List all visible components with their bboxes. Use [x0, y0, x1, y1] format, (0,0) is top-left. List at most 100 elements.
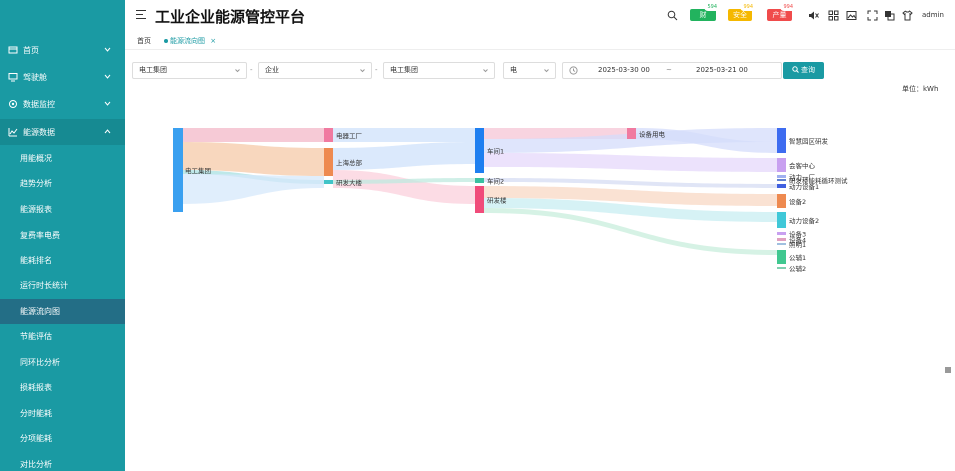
sankey-link[interactable] [484, 153, 777, 172]
fullscreen-icon[interactable] [867, 10, 878, 21]
pill-label: 产量 [772, 11, 787, 19]
sankey-link[interactable] [333, 178, 475, 184]
safety-pill[interactable]: 安全 994 [728, 3, 756, 21]
app-title: 工业企业能源管控平台 [155, 8, 306, 26]
theme-shirt-icon[interactable] [902, 10, 913, 21]
query-button-label: 查询 [801, 66, 815, 74]
grid-icon[interactable] [828, 10, 839, 21]
sankey-node[interactable] [173, 128, 183, 212]
sidebar-subitem-usage-overview[interactable]: 用能概况 [0, 146, 125, 171]
sidebar-subitem-runtime-stats[interactable]: 运行时长统计 [0, 273, 125, 298]
sidebar-subitem-trend-analysis[interactable]: 趋势分析 [0, 171, 125, 196]
sankey-link[interactable] [484, 208, 777, 255]
sankey-node[interactable] [777, 184, 786, 188]
sidebar-subitem-energy-report[interactable]: 能源报表 [0, 197, 125, 222]
date-range-picker[interactable]: 2025-03-30 00 ~ 2025-03-21 00 [562, 62, 782, 79]
sankey-node[interactable] [777, 175, 786, 178]
sankey-node[interactable] [324, 180, 333, 184]
sankey-link[interactable] [182, 174, 324, 204]
pill-badge: 994 [780, 3, 796, 11]
finance-pill[interactable]: 财 594 [690, 3, 720, 21]
sidebar-subitem-energy-flow[interactable]: 能源流向图 [0, 299, 125, 324]
translate-icon[interactable] [884, 10, 895, 21]
menu-toggle-icon[interactable] [135, 9, 147, 20]
query-button[interactable]: 查询 [783, 62, 824, 79]
sankey-node[interactable] [777, 250, 786, 264]
sidebar-item-cockpit[interactable]: 驾驶舱 [0, 64, 125, 90]
sankey-link[interactable] [182, 142, 324, 176]
sankey-node[interactable] [777, 212, 786, 228]
image-icon[interactable] [846, 10, 857, 21]
select-value: 企业 [265, 66, 279, 74]
sankey-node[interactable] [475, 186, 484, 213]
sidebar-subitem-saving-evaluation[interactable]: 节能评估 [0, 324, 125, 349]
energy-type-select[interactable]: 电 [503, 62, 556, 79]
sankey-node[interactable] [324, 128, 333, 142]
pill-badge: 594 [704, 3, 720, 11]
sidebar-subitem-consumption-ranking[interactable]: 能耗排名 [0, 248, 125, 273]
sankey-node[interactable] [777, 232, 786, 235]
sankey-node-label: 动力设备1 [789, 182, 819, 191]
sidebar-item-monitor[interactable]: 数据监控 [0, 91, 125, 117]
date-start[interactable]: 2025-03-30 00 [598, 66, 650, 74]
sankey-link[interactable] [484, 178, 777, 188]
sidebar-subitem-label: 分项能耗 [20, 434, 52, 443]
chevron-down-icon [544, 69, 549, 73]
enterprise-select[interactable]: 电工集团 [383, 62, 495, 79]
sidebar-subitem-multi-rate-fee[interactable]: 复费率电费 [0, 223, 125, 248]
sankey-link[interactable] [636, 128, 777, 153]
list-tool-icon[interactable] [944, 366, 952, 374]
tab-home[interactable]: 首页 [137, 37, 151, 45]
level-select[interactable]: 企业 [258, 62, 372, 79]
sankey-link[interactable] [484, 186, 777, 206]
sankey-node[interactable] [777, 158, 786, 172]
sidebar-item-label: 驾驶舱 [23, 72, 47, 82]
sidebar-subitem-label: 趋势分析 [20, 179, 52, 188]
sidebar-item-label: 首页 [23, 45, 39, 55]
sankey-link[interactable] [484, 128, 777, 153]
group-select[interactable]: 电工集团 [132, 62, 247, 79]
sankey-link[interactable] [333, 128, 475, 142]
sankey-node[interactable] [777, 128, 786, 153]
sidebar-subitem-yoy-analysis[interactable]: 同环比分析 [0, 350, 125, 375]
search-icon[interactable] [667, 10, 678, 21]
sidebar-item-label: 数据监控 [23, 99, 55, 109]
chevron-down-icon [483, 69, 488, 73]
gear-icon [9, 100, 17, 108]
sankey-node[interactable] [777, 238, 786, 241]
sankey-node[interactable] [777, 243, 786, 245]
date-end[interactable]: 2025-03-21 00 [696, 66, 748, 74]
sidebar-subitem-comparison[interactable]: 对比分析 [0, 452, 125, 471]
sidebar-item-label: 能源数据 [23, 127, 55, 137]
sankey-node[interactable] [475, 178, 484, 183]
sankey-link[interactable] [333, 142, 475, 170]
sankey-node[interactable] [627, 128, 636, 139]
sankey-node[interactable] [777, 194, 786, 208]
pill-label: 安全 [733, 11, 747, 19]
sankey-node-label: 动力设备2 [789, 216, 819, 225]
close-icon[interactable]: × [210, 37, 217, 45]
sidebar-subitem-itemized[interactable]: 分项能耗 [0, 426, 125, 451]
top-header: 工业企业能源管控平台 财 594 安全 994 产量 994 admin [125, 0, 955, 32]
user-name[interactable]: admin [922, 11, 944, 19]
sidebar-subitem-time-of-use[interactable]: 分时能耗 [0, 401, 125, 426]
sankey-node[interactable] [475, 128, 484, 173]
sankey-link[interactable] [333, 170, 475, 204]
output-pill[interactable]: 产量 994 [767, 3, 796, 21]
sankey-node[interactable] [324, 148, 333, 176]
sankey-node-label: 照明1 [789, 241, 806, 249]
sidebar-item-energy-data[interactable]: 能源数据 [0, 119, 125, 145]
chevron-down-icon [104, 47, 111, 52]
sidebar: 首页 驾驶舱 数据监控 能源数据 用能概况 趋势分析 能源报表 复费率电费 能耗… [0, 0, 125, 471]
monitor-icon [8, 73, 18, 82]
sankey-node[interactable] [777, 267, 786, 269]
sankey-node[interactable] [777, 179, 786, 181]
sidebar-subitem-loss-report[interactable]: 损耗报表 [0, 375, 125, 400]
select-value: 电 [510, 66, 517, 74]
select-value: 电工集团 [390, 66, 418, 74]
sankey-link[interactable] [182, 128, 324, 142]
mute-icon[interactable] [808, 10, 819, 21]
tab-energy-flow[interactable]: 能源流向图 × [164, 35, 216, 47]
sankey-link[interactable] [484, 198, 777, 222]
sidebar-item-home[interactable]: 首页 [0, 37, 125, 63]
